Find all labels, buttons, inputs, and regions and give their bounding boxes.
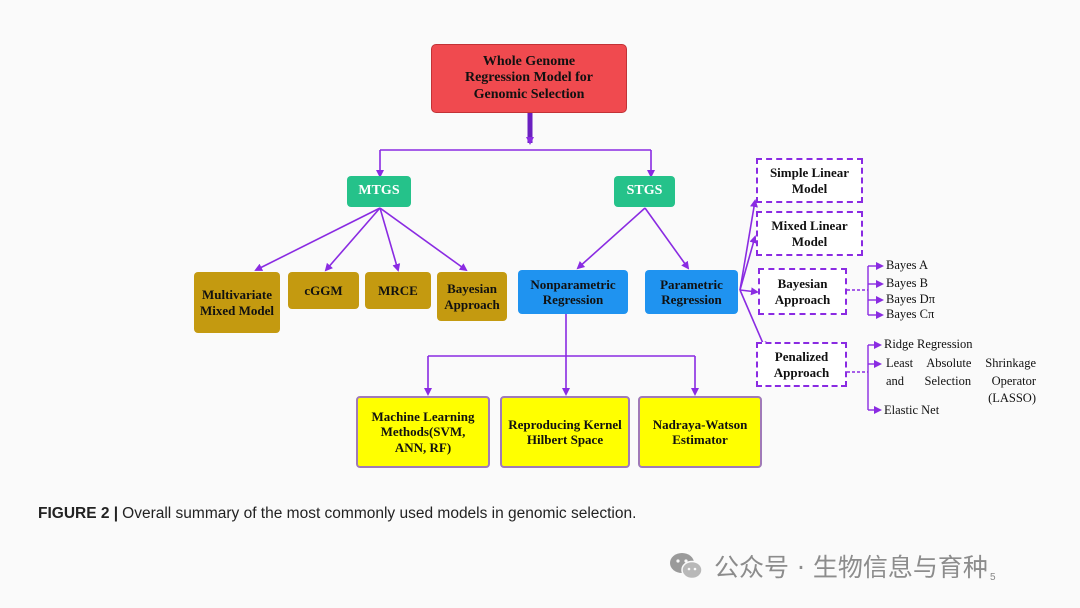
ridge-regression-label: Ridge Regression xyxy=(884,337,973,351)
parametric-node: Parametric Regression xyxy=(645,270,738,314)
multivariate-mixed-model-node: Multivariate Mixed Model xyxy=(194,272,280,333)
parametric-label: Parametric Regression xyxy=(660,276,723,307)
rkhs-label: Reproducing Kernel Hilbert Space xyxy=(508,416,622,447)
caption-text: Overall summary of the most commonly use… xyxy=(122,505,637,522)
root-label: Whole Genome Regression Model for Genomi… xyxy=(464,53,594,102)
page-number: 5 xyxy=(990,572,996,583)
nadaraya-watson-label: Nadraya-Watson Estimator xyxy=(652,416,748,447)
mrce-node: MRCE xyxy=(365,272,431,309)
simple-linear-label: Simple Linear Model xyxy=(769,165,850,196)
parametric-bayesian-label: Bayesian Approach xyxy=(774,276,831,307)
stgs-node: STGS xyxy=(614,176,675,207)
nadaraya-watson-node: Nadraya-Watson Estimator xyxy=(638,396,762,468)
machine-learning-node: Machine Learning Methods(SVM, ANN, RF) xyxy=(356,396,490,468)
wechat-icon xyxy=(670,553,703,580)
lasso-line-1: Least Absolute Shrinkage xyxy=(886,356,1036,370)
parametric-bayesian-node: Bayesian Approach xyxy=(758,268,847,315)
simple-linear-model-node: Simple Linear Model xyxy=(756,158,863,203)
bayes-b-label: Bayes B xyxy=(886,276,929,290)
mtgs-label: MTGS xyxy=(358,183,400,199)
mtgs-bayesian-node: Bayesian Approach xyxy=(437,272,507,321)
watermark-text: 公众号 · 生物信息与育种 xyxy=(714,553,988,582)
multivariate-label: Multivariate Mixed Model xyxy=(200,287,275,318)
elastic-net-label: Elastic Net xyxy=(884,403,940,417)
mixed-linear-label: Mixed Linear Model xyxy=(771,218,848,249)
mtgs-node: MTGS xyxy=(347,176,411,207)
stgs-label: STGS xyxy=(626,183,663,199)
mrce-label: MRCE xyxy=(378,282,418,298)
root-node: Whole Genome Regression Model for Genomi… xyxy=(431,44,627,113)
cggm-node: cGGM xyxy=(288,272,359,309)
lasso-line-3: (LASSO) xyxy=(988,391,1036,405)
machine-learning-label: Machine Learning Methods(SVM, ANN, RF) xyxy=(371,409,475,455)
bayes-c-pi-label: Bayes Cπ xyxy=(886,307,935,321)
nonparametric-label: Nonparametric Regression xyxy=(530,276,616,307)
figure-caption: FIGURE 2 |Overall summary of the most co… xyxy=(38,505,636,523)
figure-label: FIGURE 2 | xyxy=(38,505,119,522)
rkhs-node: Reproducing Kernel Hilbert Space xyxy=(500,396,630,468)
cggm-label: cGGM xyxy=(304,282,343,298)
lasso-line-2: and Selection Operator xyxy=(886,374,1036,388)
nonparametric-node: Nonparametric Regression xyxy=(518,270,628,314)
penalized-approach-node: Penalized Approach xyxy=(756,342,847,387)
bayes-d-pi-label: Bayes Dπ xyxy=(886,292,936,306)
mixed-linear-model-node: Mixed Linear Model xyxy=(756,211,863,256)
mtgs-bayesian-label: Bayesian Approach xyxy=(444,281,500,312)
bayes-a-label: Bayes A xyxy=(886,258,929,272)
penalized-label: Penalized Approach xyxy=(773,349,830,380)
watermark: 公众号 · 生物信息与育种 xyxy=(668,548,988,584)
